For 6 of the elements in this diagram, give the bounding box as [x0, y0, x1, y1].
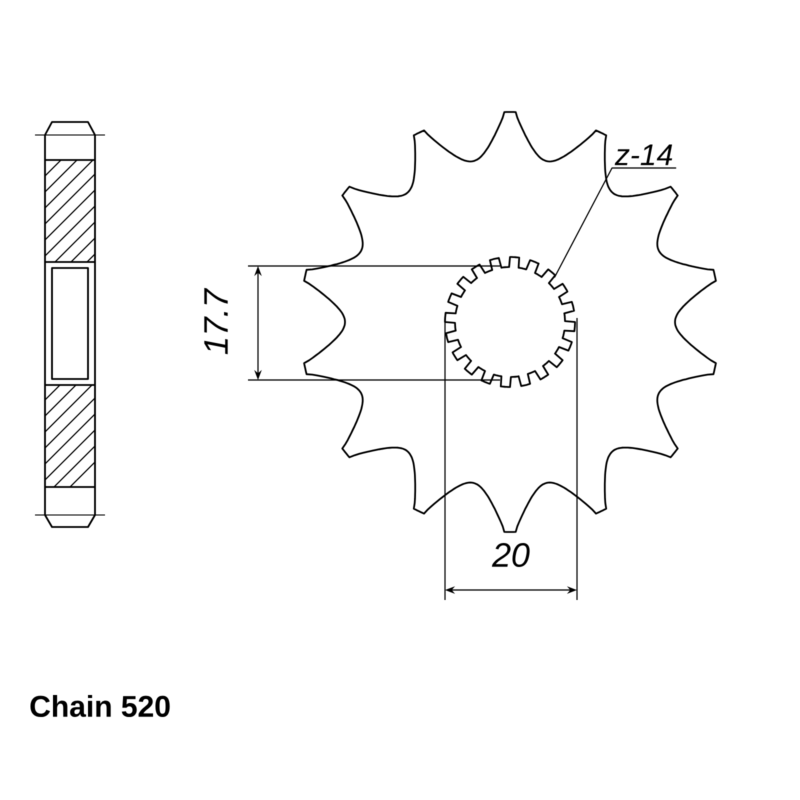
spline-hub	[444, 256, 576, 388]
chain-label: Chain 520	[30, 695, 170, 718]
callout-label: z-14	[614, 144, 672, 166]
leader-line	[554, 167, 676, 278]
dimension-label: 20	[492, 542, 530, 568]
dimension-label: 17.7	[204, 288, 228, 354]
